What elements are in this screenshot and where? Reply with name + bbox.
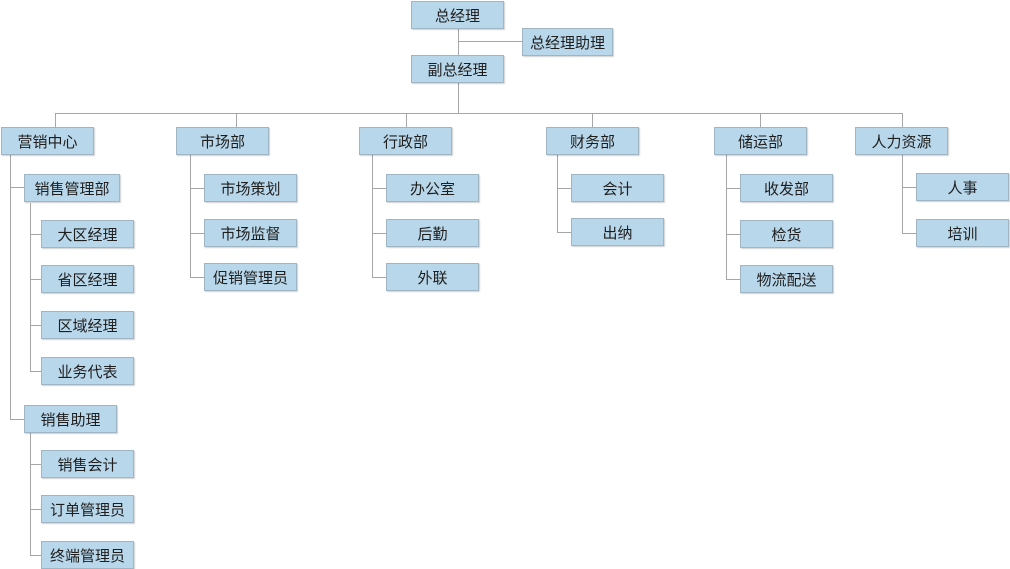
connector-line bbox=[55, 113, 56, 127]
connector-line bbox=[902, 233, 916, 234]
node-marketing-center[interactable]: 营销中心 bbox=[1, 127, 94, 155]
node-hr-dept[interactable]: 人力资源 bbox=[855, 127, 948, 155]
connector-line bbox=[557, 188, 571, 189]
node-sales-management[interactable]: 销售管理部 bbox=[24, 174, 120, 202]
node-accounting[interactable]: 会计 bbox=[571, 174, 664, 202]
connector-line bbox=[190, 155, 191, 277]
node-cashier[interactable]: 出纳 bbox=[571, 218, 664, 246]
node-logistics-support[interactable]: 后勤 bbox=[386, 219, 479, 247]
node-sales-rep[interactable]: 业务代表 bbox=[41, 357, 134, 385]
node-terminal-manager[interactable]: 终端管理员 bbox=[41, 541, 134, 569]
connector-line bbox=[372, 188, 386, 189]
connector-line bbox=[190, 233, 204, 234]
connector-line bbox=[236, 113, 237, 127]
connector-line bbox=[30, 371, 41, 372]
node-regional-manager[interactable]: 大区经理 bbox=[41, 220, 134, 248]
connector-line bbox=[726, 234, 740, 235]
connector-line bbox=[372, 155, 373, 277]
connector-line bbox=[902, 187, 916, 188]
node-logistics-dept[interactable]: 储运部 bbox=[714, 127, 807, 155]
node-finance-dept[interactable]: 财务部 bbox=[546, 127, 639, 155]
connector-line bbox=[726, 155, 727, 279]
connector-line bbox=[30, 234, 41, 235]
node-deputy-gm[interactable]: 副总经理 bbox=[411, 55, 504, 83]
node-market-supervision[interactable]: 市场监督 bbox=[204, 219, 297, 247]
connector-line bbox=[902, 155, 903, 233]
connector-line bbox=[557, 155, 558, 232]
connector-line bbox=[406, 113, 407, 127]
node-area-manager[interactable]: 区域经理 bbox=[41, 311, 134, 339]
connector-line bbox=[10, 419, 24, 420]
connector-line bbox=[10, 155, 11, 419]
node-market-planning[interactable]: 市场策划 bbox=[204, 174, 297, 202]
connector-line bbox=[760, 113, 761, 127]
node-ceo[interactable]: 总经理 bbox=[411, 1, 504, 29]
node-shipping-receiving[interactable]: 收发部 bbox=[740, 174, 833, 202]
connector-line bbox=[30, 509, 41, 510]
node-admin-dept[interactable]: 行政部 bbox=[359, 127, 452, 155]
connector-line bbox=[190, 277, 204, 278]
node-distribution[interactable]: 物流配送 bbox=[740, 265, 833, 293]
connector-line bbox=[458, 28, 459, 56]
connector-line bbox=[30, 203, 31, 371]
node-sales-assistant[interactable]: 销售助理 bbox=[24, 405, 117, 433]
node-market-dept[interactable]: 市场部 bbox=[176, 127, 269, 155]
connector-line bbox=[30, 325, 41, 326]
connector-line bbox=[30, 279, 41, 280]
connector-line bbox=[30, 433, 31, 555]
node-external-relations[interactable]: 外联 bbox=[386, 263, 479, 291]
connector-line bbox=[902, 113, 903, 127]
node-personnel[interactable]: 人事 bbox=[916, 173, 1009, 201]
node-sales-accountant[interactable]: 销售会计 bbox=[41, 450, 134, 478]
connector-line bbox=[190, 188, 204, 189]
node-provincial-manager[interactable]: 省区经理 bbox=[41, 265, 134, 293]
connector-line bbox=[10, 187, 24, 188]
connector-line bbox=[55, 113, 902, 114]
connector-line bbox=[458, 83, 459, 113]
connector-line bbox=[592, 113, 593, 127]
node-order-manager[interactable]: 订单管理员 bbox=[41, 495, 134, 523]
connector-line bbox=[557, 232, 571, 233]
node-office[interactable]: 办公室 bbox=[386, 174, 479, 202]
node-inspection[interactable]: 检货 bbox=[740, 220, 833, 248]
connector-line bbox=[30, 464, 41, 465]
connector-line bbox=[726, 188, 740, 189]
node-promotion-manager[interactable]: 促销管理员 bbox=[204, 263, 297, 291]
connector-line bbox=[372, 277, 386, 278]
node-ceo-assistant[interactable]: 总经理助理 bbox=[522, 28, 613, 56]
connector-line bbox=[372, 233, 386, 234]
connector-line bbox=[726, 279, 740, 280]
node-training[interactable]: 培训 bbox=[916, 219, 1009, 247]
connector-line bbox=[458, 41, 522, 42]
connector-line bbox=[30, 555, 41, 556]
